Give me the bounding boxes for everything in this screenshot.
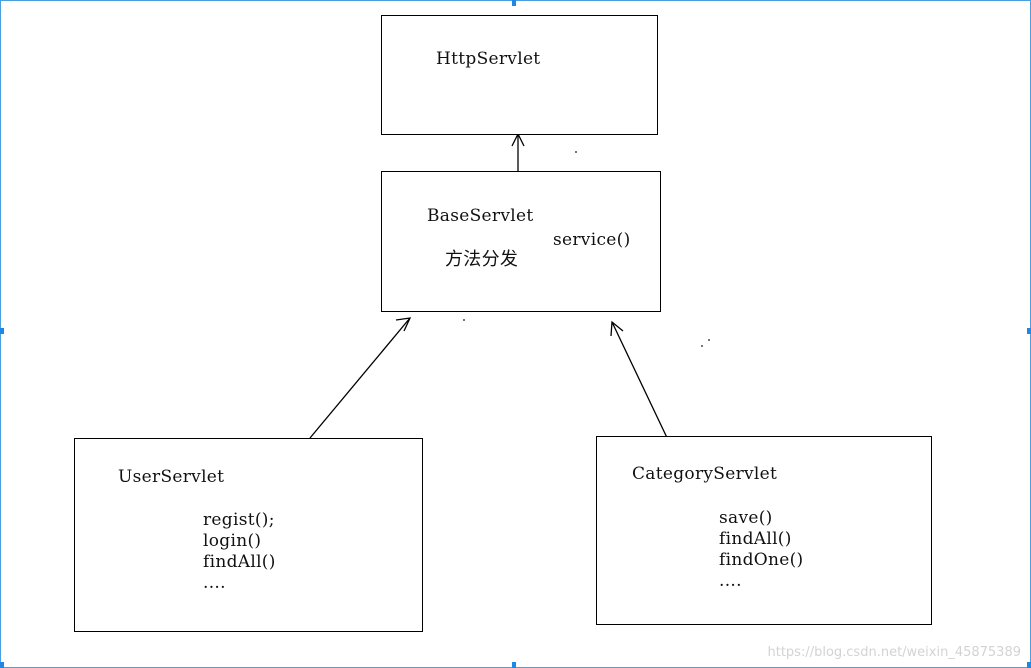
stray-dot [575, 151, 577, 153]
method-item: findAll() [203, 552, 276, 572]
service-method: service() [553, 230, 631, 250]
arrowhead-base-left [395, 317, 412, 332]
category-servlet-methods: save() findAll() findOne() .... [719, 508, 803, 592]
selection-handle-bottom[interactable] [512, 662, 516, 668]
method-item: .... [719, 571, 742, 591]
category-servlet-label: CategoryServlet [632, 464, 778, 484]
method-item: findOne() [719, 550, 804, 570]
watermark: https://blog.csdn.net/weixin_45875389 [767, 645, 1021, 660]
base-servlet-label: BaseServlet [427, 206, 534, 226]
method-item: regist(); [203, 510, 275, 530]
arrowhead-base-right [610, 320, 624, 337]
user-servlet-methods: regist(); login() findAll() .... [203, 510, 276, 594]
user-servlet-box[interactable] [74, 438, 423, 632]
stray-dot [708, 339, 710, 341]
user-servlet-label: UserServlet [118, 467, 225, 487]
selection-handle-top[interactable] [512, 0, 516, 6]
http-servlet-label: HttpServlet [436, 49, 541, 69]
method-item: login() [203, 531, 262, 551]
selection-handle-right[interactable] [1027, 328, 1031, 334]
stray-dot [701, 345, 703, 347]
method-item: findAll() [719, 529, 792, 549]
base-servlet-box[interactable] [381, 171, 661, 312]
selection-handle-left[interactable] [0, 328, 4, 334]
method-item: .... [203, 573, 226, 593]
http-servlet-box[interactable] [381, 15, 658, 135]
stray-dot [463, 319, 465, 321]
selection-handle-bottom-left[interactable] [0, 662, 4, 668]
selection-handle-bottom-right[interactable] [1027, 662, 1031, 668]
dispatch-note: 方法分发 [445, 249, 519, 270]
arrow-user-to-base [309, 317, 411, 439]
arrow-category-to-base [611, 321, 671, 445]
category-servlet-box[interactable] [596, 436, 932, 625]
method-item: save() [719, 508, 773, 528]
